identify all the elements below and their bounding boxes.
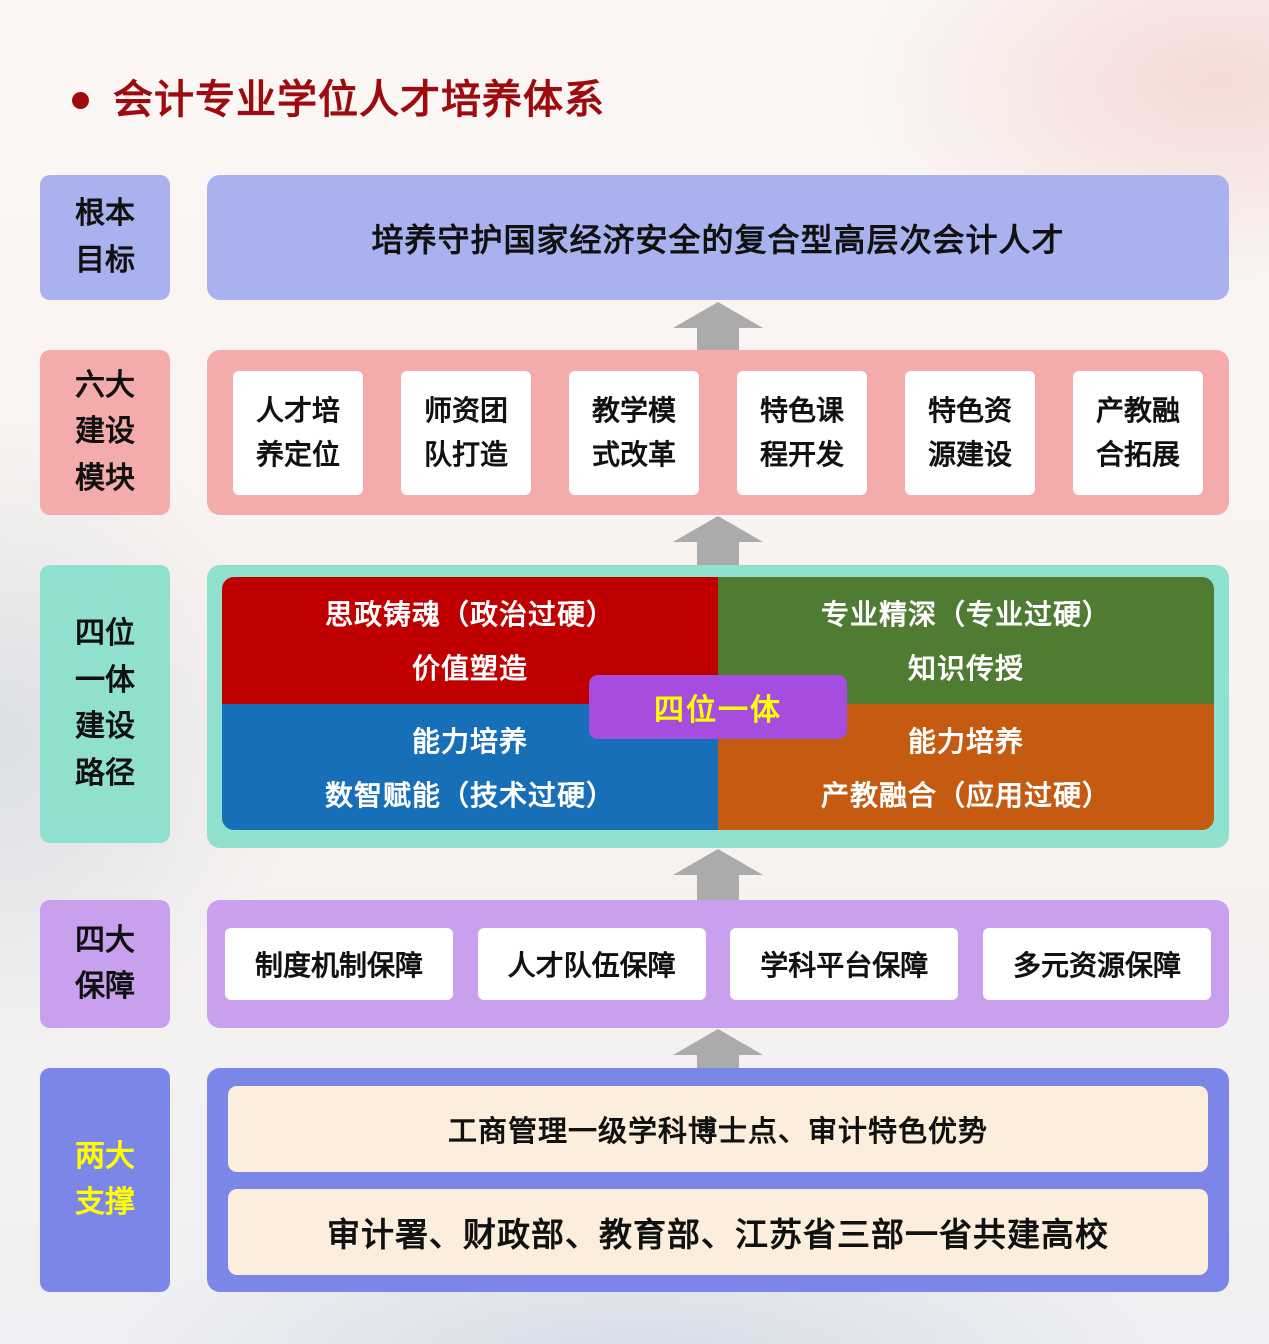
module-box-faculty-team: 师资团 队打造 <box>401 370 531 495</box>
module-box-featured-courses: 特色课 程开发 <box>737 370 867 495</box>
goal-band: 培养守护国家经济安全的复合型高层次会计人才 <box>207 175 1229 300</box>
arrow-stem <box>697 1055 739 1068</box>
arrow-head <box>673 849 763 875</box>
arrow-stem <box>697 328 739 350</box>
guarantees-band: 制度机制保障 人才队伍保障 学科平台保障 多元资源保障 <box>207 900 1229 1028</box>
label-six-modules: 六大 建设 模块 <box>40 350 170 515</box>
goal-text: 培养守护国家经济安全的复合型高层次会计人才 <box>371 220 1065 259</box>
quadrant-text-line: 能力培养 <box>907 724 1024 758</box>
arrow-stem <box>697 542 739 565</box>
supports-band: 工商管理一级学科博士点、审计特色优势 审计署、财政部、教育部、江苏省三部一省共建… <box>207 1068 1229 1292</box>
up-arrow-icon <box>673 302 763 350</box>
quadrant-text-line: 价值塑造 <box>411 652 528 686</box>
quadrant-text-line: 能力培养 <box>411 724 528 758</box>
arrow-head <box>673 516 763 542</box>
quadrant-text-line: 数智赋能（技术过硬） <box>324 778 615 812</box>
path-band: 思政铸魂（政治过硬） 价值塑造 专业精深（专业过硬） 知识传授 能力培养 数智赋… <box>207 565 1229 848</box>
arrow-head <box>673 1029 763 1055</box>
guarantee-box-institutional: 制度机制保障 <box>225 928 453 1000</box>
up-arrow-icon <box>673 516 763 565</box>
quadrant-ideology: 思政铸魂（政治过硬） 价值塑造 <box>222 577 718 704</box>
quadrant-text-line: 产教融合（应用过硬） <box>820 778 1111 812</box>
arrow-head <box>673 302 763 328</box>
quadrant-text-line: 专业精深（专业过硬） <box>820 598 1111 632</box>
module-box-talent-positioning: 人才培 养定位 <box>233 370 363 495</box>
up-arrow-icon <box>673 849 763 900</box>
label-four-in-one-path: 四位 一体 建设 路径 <box>40 565 170 843</box>
guarantee-box-discipline-platform: 学科平台保障 <box>730 928 959 1000</box>
page-title: 会计专业学位人才培养体系 <box>113 77 605 123</box>
label-two-supports: 两大 支撑 <box>40 1068 170 1292</box>
bullet-icon <box>72 91 89 109</box>
guarantee-box-diverse-resources: 多元资源保障 <box>982 928 1211 1000</box>
modules-band: 人才培 养定位 师资团 队打造 教学模 式改革 特色课 程开发 特色资 源建设 … <box>207 350 1229 515</box>
four-in-one-badge: 四位一体 <box>589 674 847 739</box>
arrow-stem <box>697 875 739 900</box>
label-fundamental-goal: 根本 目标 <box>40 175 170 300</box>
guarantee-box-talent-team: 人才队伍保障 <box>477 928 706 1000</box>
support-box-doctoral-program: 工商管理一级学科博士点、审计特色优势 <box>228 1085 1208 1172</box>
support-box-joint-construction: 审计署、财政部、教育部、江苏省三部一省共建高校 <box>228 1188 1208 1275</box>
module-box-featured-resources: 特色资 源建设 <box>905 370 1035 495</box>
module-box-teaching-model: 教学模 式改革 <box>569 370 699 495</box>
quadrant-text-line: 知识传授 <box>907 652 1024 686</box>
up-arrow-icon <box>673 1029 763 1068</box>
label-four-guarantees: 四大 保障 <box>40 900 170 1028</box>
quadrant-text-line: 思政铸魂（政治过硬） <box>324 598 615 632</box>
page-title-row: 会计专业学位人才培养体系 <box>72 80 605 120</box>
module-box-industry-education: 产教融 合拓展 <box>1073 370 1203 495</box>
